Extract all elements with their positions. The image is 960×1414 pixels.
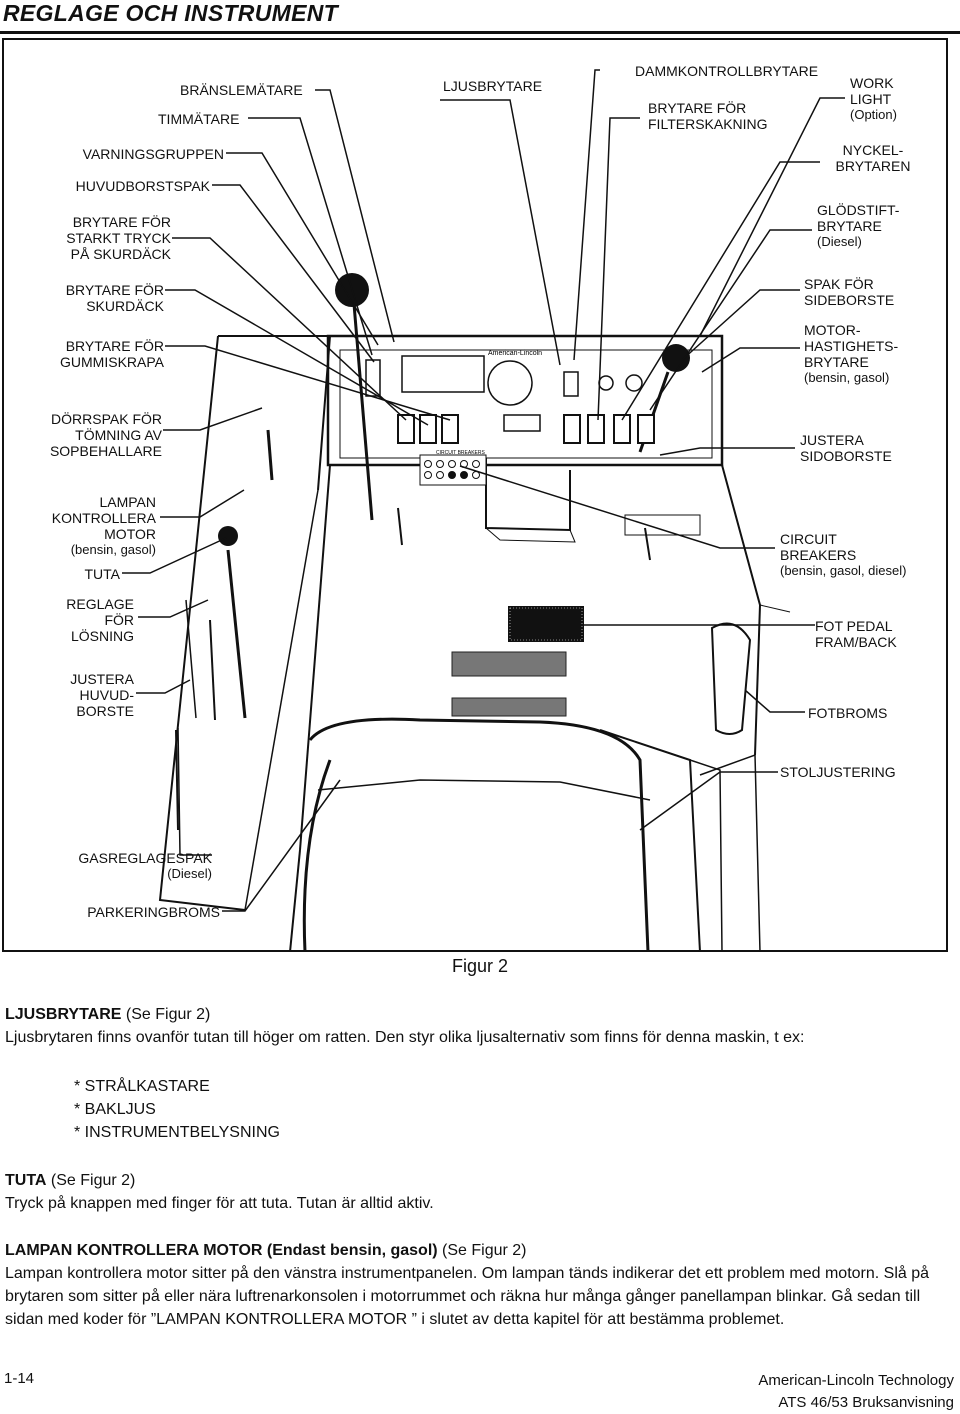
section-ref: (Se Figur 2) [46, 1172, 136, 1189]
label-fot-pedal: FOT PEDAL FRAM/BACK [815, 618, 897, 650]
machine-illustration: American-Lincoln CIRCUIT BREAKERS [122, 69, 845, 952]
footer-manual: ATS 46/53 Bruksanvisning [778, 1394, 954, 1411]
label-timmatare: TIMMÄTARE [158, 111, 240, 127]
label-filter: BRYTARE FÖR FILTERSKAKNING [648, 100, 768, 132]
figure-caption: Figur 2 [451, 956, 509, 976]
label-huvudborst: HUVUDBORSTSPAK [75, 178, 210, 194]
label-glodstift: GLÖDSTIFT- BRYTARE (Diesel) [817, 202, 900, 249]
label-ljusbrytare: LJUSBRYTARE [443, 78, 543, 94]
footer-right: American-Lincoln Technology ATS 46/53 Br… [758, 1370, 954, 1414]
label-varning: VARNINGSGRUPPEN [82, 146, 224, 162]
label-justera-sidoborste: JUSTERA SIDOBORSTE [800, 432, 892, 464]
label-gasreglage: GASREGLAGESPAK (Diesel) [78, 850, 212, 881]
label-nyckel: NYCKEL- BRYTAREN [835, 142, 911, 174]
section-body: Ljusbrytaren finns ovanför tutan till hö… [5, 1029, 805, 1046]
section-tuta: TUTA (Se Figur 2) Tryck på knappen med f… [5, 1169, 945, 1215]
label-bransle: BRÄNSLEMÄTARE [180, 82, 303, 98]
footer-company: American-Lincoln Technology [758, 1372, 954, 1389]
bullet-item: * STRÅLKASTARE [74, 1078, 210, 1095]
label-tuta: TUTA [84, 566, 120, 582]
page-title: REGLAGE OCH INSTRUMENT [3, 0, 338, 26]
label-damm: DAMMKONTROLLBRYTARE [635, 63, 819, 79]
label-gummiskrapa: BRYTARE FÖR GUMMISKRAPA [60, 338, 164, 370]
brand-mark: American-Lincoln [488, 350, 542, 357]
label-dorrspak: DÖRRSPAK FÖR TÖMNING AV SOPBEHALLARE [49, 411, 162, 459]
section-body: Tryck på knappen med finger för att tuta… [5, 1195, 434, 1212]
label-starkt-tryck: BRYTARE FÖR STARKT TRYCK PÅ SKURDÄCK [66, 214, 171, 262]
section-ref: (Se Figur 2) [121, 1006, 211, 1023]
section-heading: LAMPAN KONTROLLERA MOTOR (Endast bensin,… [5, 1242, 438, 1259]
bullet-item: * BAKLJUS [74, 1101, 156, 1118]
figure-frame [2, 38, 948, 952]
label-work-light: WORK LIGHT (Option) [850, 75, 897, 122]
section-ref: (Se Figur 2) [437, 1242, 527, 1259]
section-heading: TUTA [5, 1172, 47, 1189]
label-skurdack: BRYTARE FÖR SKURDÄCK [65, 282, 164, 314]
title-rule [0, 31, 960, 34]
label-lampan: LAMPAN KONTROLLERA MOTOR (bensin, gasol) [51, 494, 156, 557]
label-motorhastighet: MOTOR- HASTIGHETS- BRYTARE (bensin, gaso… [804, 322, 899, 385]
label-circuit-breakers: CIRCUIT BREAKERS (bensin, gasol, diesel) [780, 531, 907, 578]
label-stoljustering: STOLJUSTERING [780, 764, 896, 780]
label-parkeringbroms: PARKERINGBROMS [87, 904, 220, 920]
breaker-mark: CIRCUIT BREAKERS [436, 450, 485, 456]
label-spak-sideborste: SPAK FÖR SIDEBORSTE [804, 276, 895, 308]
page-number: 1-14 [4, 1370, 35, 1387]
section-heading: LJUSBRYTARE [5, 1006, 122, 1023]
section-lampan: LAMPAN KONTROLLERA MOTOR (Endast bensin,… [5, 1239, 945, 1331]
label-justera-huvudborste: JUSTERA HUVUD- BORSTE [70, 671, 134, 719]
label-fotbroms: FOTBROMS [808, 705, 888, 721]
section-ljusbrytare: LJUSBRYTARE (Se Figur 2) Ljusbrytaren fi… [5, 1003, 945, 1049]
label-reglage: REGLAGE FÖR LÖSNING [66, 596, 134, 644]
bullet-item: * INSTRUMENTBELYSNING [74, 1124, 280, 1141]
section-body: Lampan kontrollera motor sitter på den v… [5, 1265, 930, 1328]
